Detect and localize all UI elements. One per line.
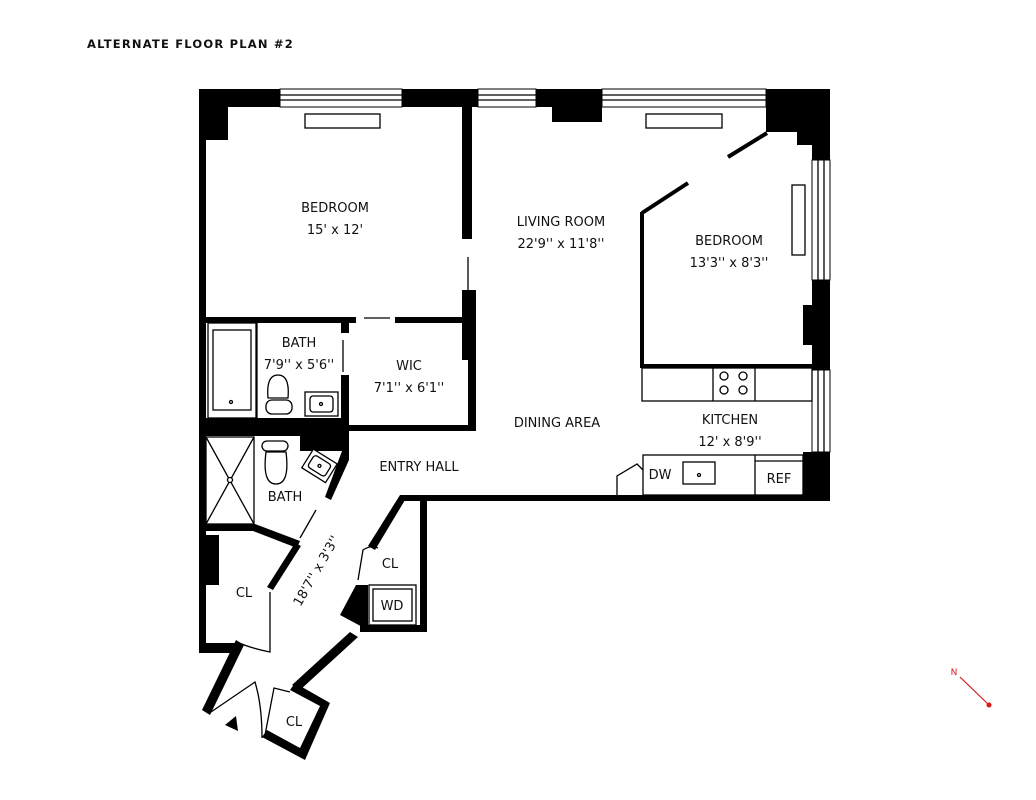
compass-north-icon: N xyxy=(951,668,992,708)
svg-text:15' x 12': 15' x 12' xyxy=(307,223,363,238)
stove-icon xyxy=(719,371,748,395)
refrigerator-label: REF xyxy=(767,472,792,487)
svg-text:7'9'' x 5'6'': 7'9'' x 5'6'' xyxy=(264,358,334,373)
svg-text:7'1'' x 6'1'': 7'1'' x 6'1'' xyxy=(374,381,444,396)
sink-icon-2 xyxy=(300,448,339,484)
dishwasher-label: DW xyxy=(649,468,672,483)
svg-text:BATH: BATH xyxy=(268,490,303,505)
svg-text:DINING AREA: DINING AREA xyxy=(514,416,600,431)
sink-icon xyxy=(304,391,339,417)
shower-icon xyxy=(205,436,255,525)
window-top-bedroom-1 xyxy=(279,88,403,108)
svg-text:BEDROOM: BEDROOM xyxy=(695,234,763,249)
closet-3-door[interactable] xyxy=(264,687,291,736)
window-right-kitchen xyxy=(811,369,831,453)
svg-text:13'3'' x 8'3'': 13'3'' x 8'3'' xyxy=(690,256,769,271)
closet-2-door[interactable] xyxy=(357,546,379,581)
radiator-bedroom-1 xyxy=(304,113,381,129)
room-hallway: 18'7'' x 3'3'' xyxy=(291,533,343,609)
window-top-living-1 xyxy=(477,88,537,108)
svg-text:CL: CL xyxy=(286,715,303,730)
bathtub-icon xyxy=(207,322,257,419)
entry-arrow-icon xyxy=(225,716,238,731)
window-right-bedroom-2 xyxy=(811,159,831,281)
svg-text:N: N xyxy=(951,668,958,678)
svg-text:LIVING ROOM: LIVING ROOM xyxy=(517,215,605,230)
room-closet-3: CL xyxy=(286,715,303,730)
radiator-living-room xyxy=(645,113,723,129)
room-bath-2: BATH xyxy=(268,490,303,505)
svg-text:ENTRY HALL: ENTRY HALL xyxy=(379,460,459,475)
toilet-icon xyxy=(265,374,293,415)
interior-walls xyxy=(202,107,812,760)
entry-door[interactable] xyxy=(210,680,263,739)
svg-text:KITCHEN: KITCHEN xyxy=(702,413,758,428)
room-bedroom-2: BEDROOM 13'3'' x 8'3'' xyxy=(690,234,769,271)
room-closet-2: CL xyxy=(382,557,399,572)
room-closet-1: CL xyxy=(236,586,253,601)
svg-text:CL: CL xyxy=(382,557,399,572)
radiator-bedroom-2 xyxy=(791,184,806,256)
room-dining-area: DINING AREA xyxy=(514,416,600,431)
washer-dryer-label: WD xyxy=(381,599,404,614)
room-bath-1: BATH 7'9'' x 5'6'' xyxy=(264,336,334,373)
window-top-living-2 xyxy=(601,88,767,108)
room-kitchen: KITCHEN 12' x 8'9'' xyxy=(698,413,761,450)
toilet-icon-2 xyxy=(261,440,289,485)
room-living-room: LIVING ROOM 22'9'' x 11'8'' xyxy=(517,215,605,252)
svg-text:BEDROOM: BEDROOM xyxy=(301,201,369,216)
windows xyxy=(279,88,831,453)
plan-title: ALTERNATE FLOOR PLAN #2 xyxy=(87,37,294,51)
svg-text:WIC: WIC xyxy=(396,359,422,374)
svg-text:12' x 8'9'': 12' x 8'9'' xyxy=(698,435,761,450)
svg-text:BATH: BATH xyxy=(282,336,317,351)
room-entry-hall: ENTRY HALL xyxy=(379,460,459,475)
svg-text:22'9'' x 11'8'': 22'9'' x 11'8'' xyxy=(517,237,604,252)
washer-dryer-box xyxy=(368,584,417,626)
svg-text:CL: CL xyxy=(236,586,253,601)
kitchen-cabinet-door xyxy=(616,463,644,495)
room-wic: WIC 7'1'' x 6'1'' xyxy=(374,359,444,396)
svg-text:18'7'' x 3'3'': 18'7'' x 3'3'' xyxy=(291,533,343,609)
exterior-walls xyxy=(199,89,830,653)
room-bedroom-1: BEDROOM 15' x 12' xyxy=(301,201,369,238)
kitchen-lower-counter xyxy=(642,454,804,496)
closet-1-door[interactable] xyxy=(236,592,271,653)
